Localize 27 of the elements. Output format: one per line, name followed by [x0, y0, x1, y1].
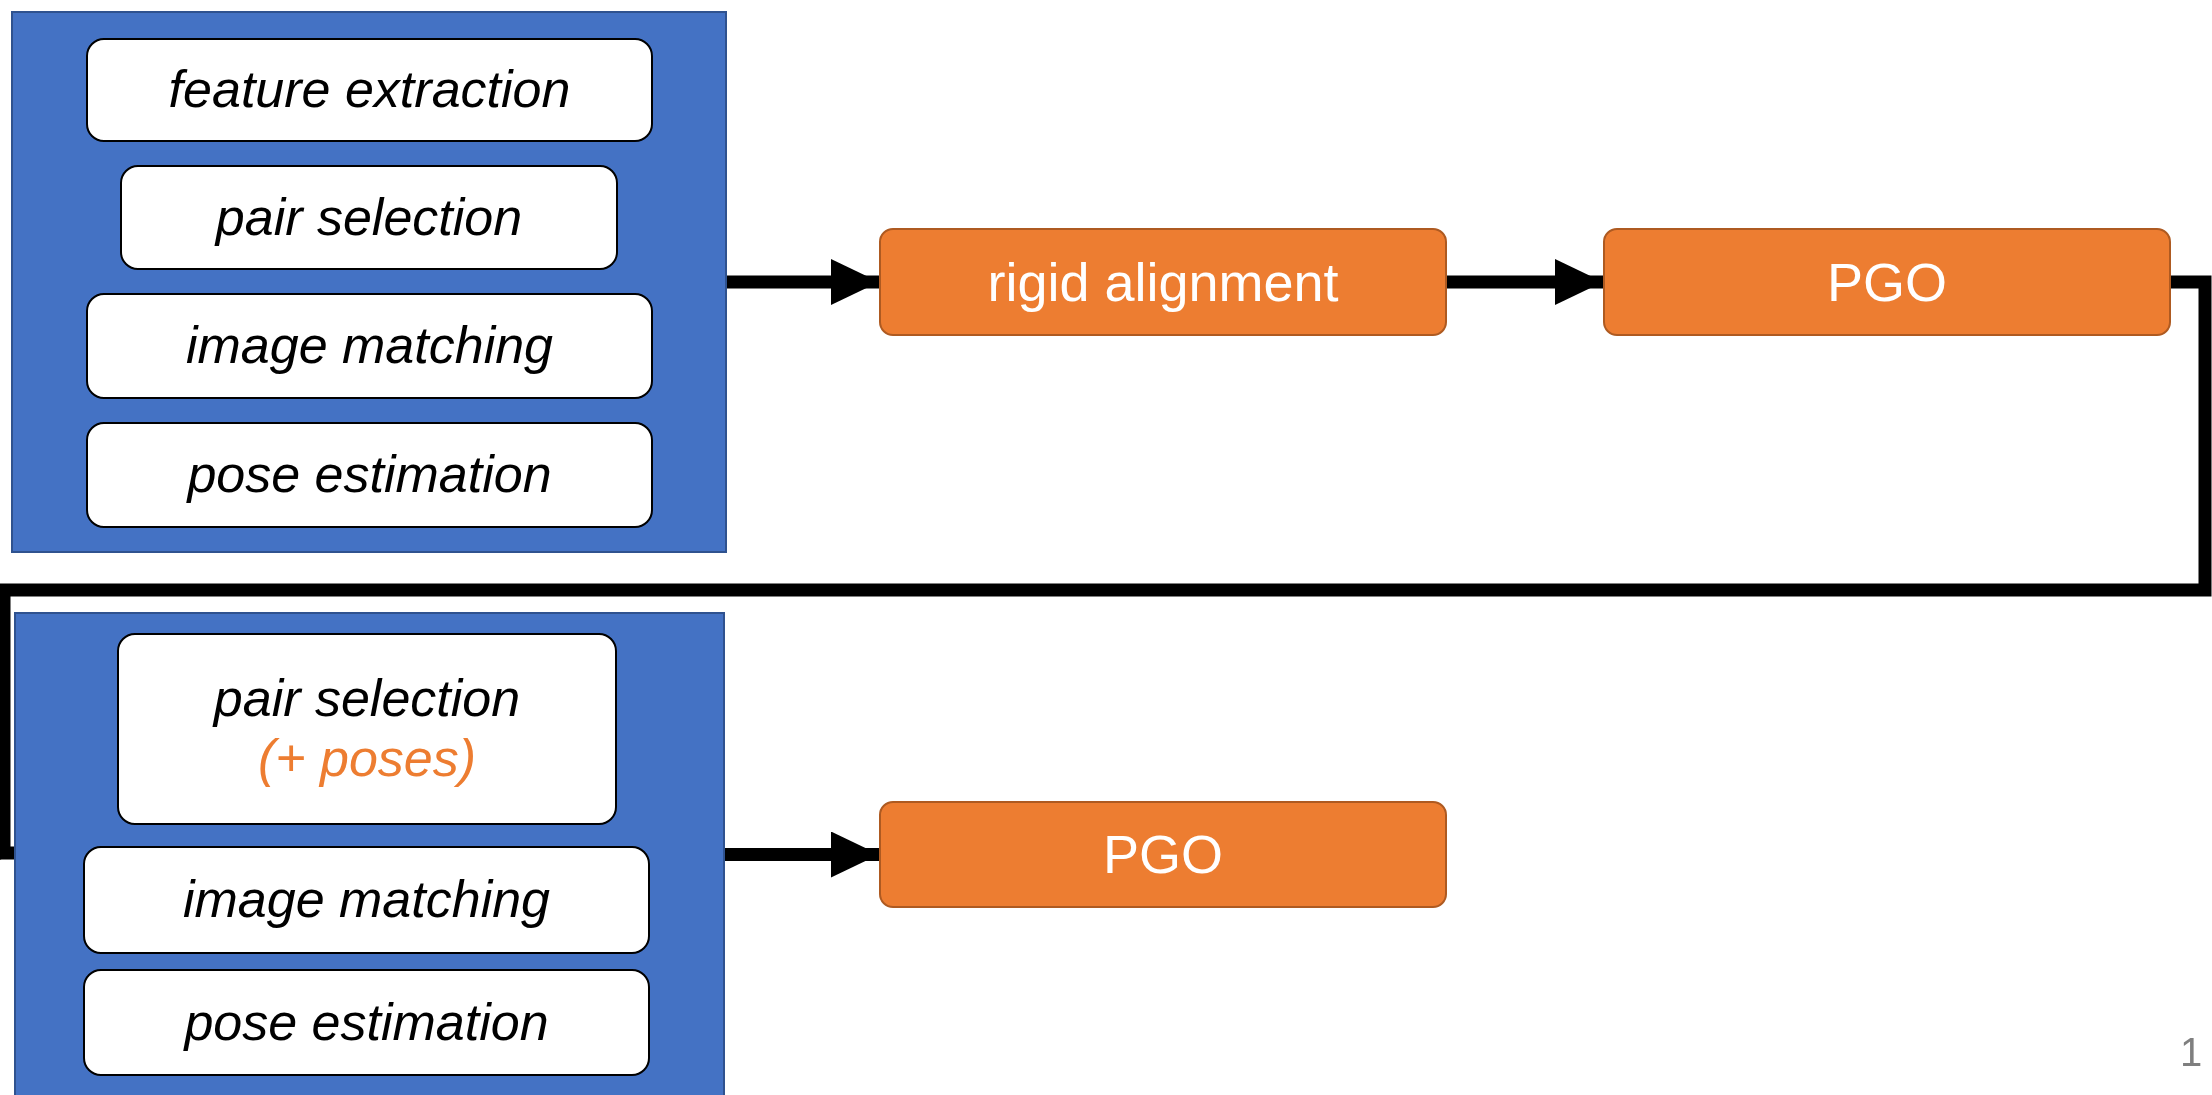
step-note: (+ poses) [257, 729, 477, 789]
group-panel [14, 612, 725, 1095]
step-box [86, 422, 653, 528]
step-label: rigid alignment [987, 250, 1339, 314]
step-label: pose estimation [187, 445, 552, 505]
step-box [86, 38, 653, 142]
step-box [86, 293, 653, 399]
step-box [120, 165, 618, 270]
step-label: pair selection [213, 669, 521, 729]
process-box [879, 228, 1447, 336]
group-panel [11, 11, 727, 553]
step-box [83, 846, 650, 954]
process-box [879, 801, 1447, 908]
step-label: image matching [185, 316, 554, 376]
step-label: pair selection [215, 187, 523, 248]
arrow [725, 831, 879, 878]
step-label: PGO [1103, 823, 1223, 886]
page-number: 1 [2180, 1030, 2203, 1075]
step-label: feature extraction [168, 60, 571, 120]
step-box [117, 633, 617, 825]
process-box [1603, 228, 2171, 336]
step-label: image matching [182, 870, 551, 930]
step-label: PGO [1827, 250, 1947, 314]
step-box [83, 969, 650, 1076]
step-label: pose estimation [184, 992, 549, 1053]
arrow [1447, 259, 1603, 305]
arrow [727, 259, 879, 305]
